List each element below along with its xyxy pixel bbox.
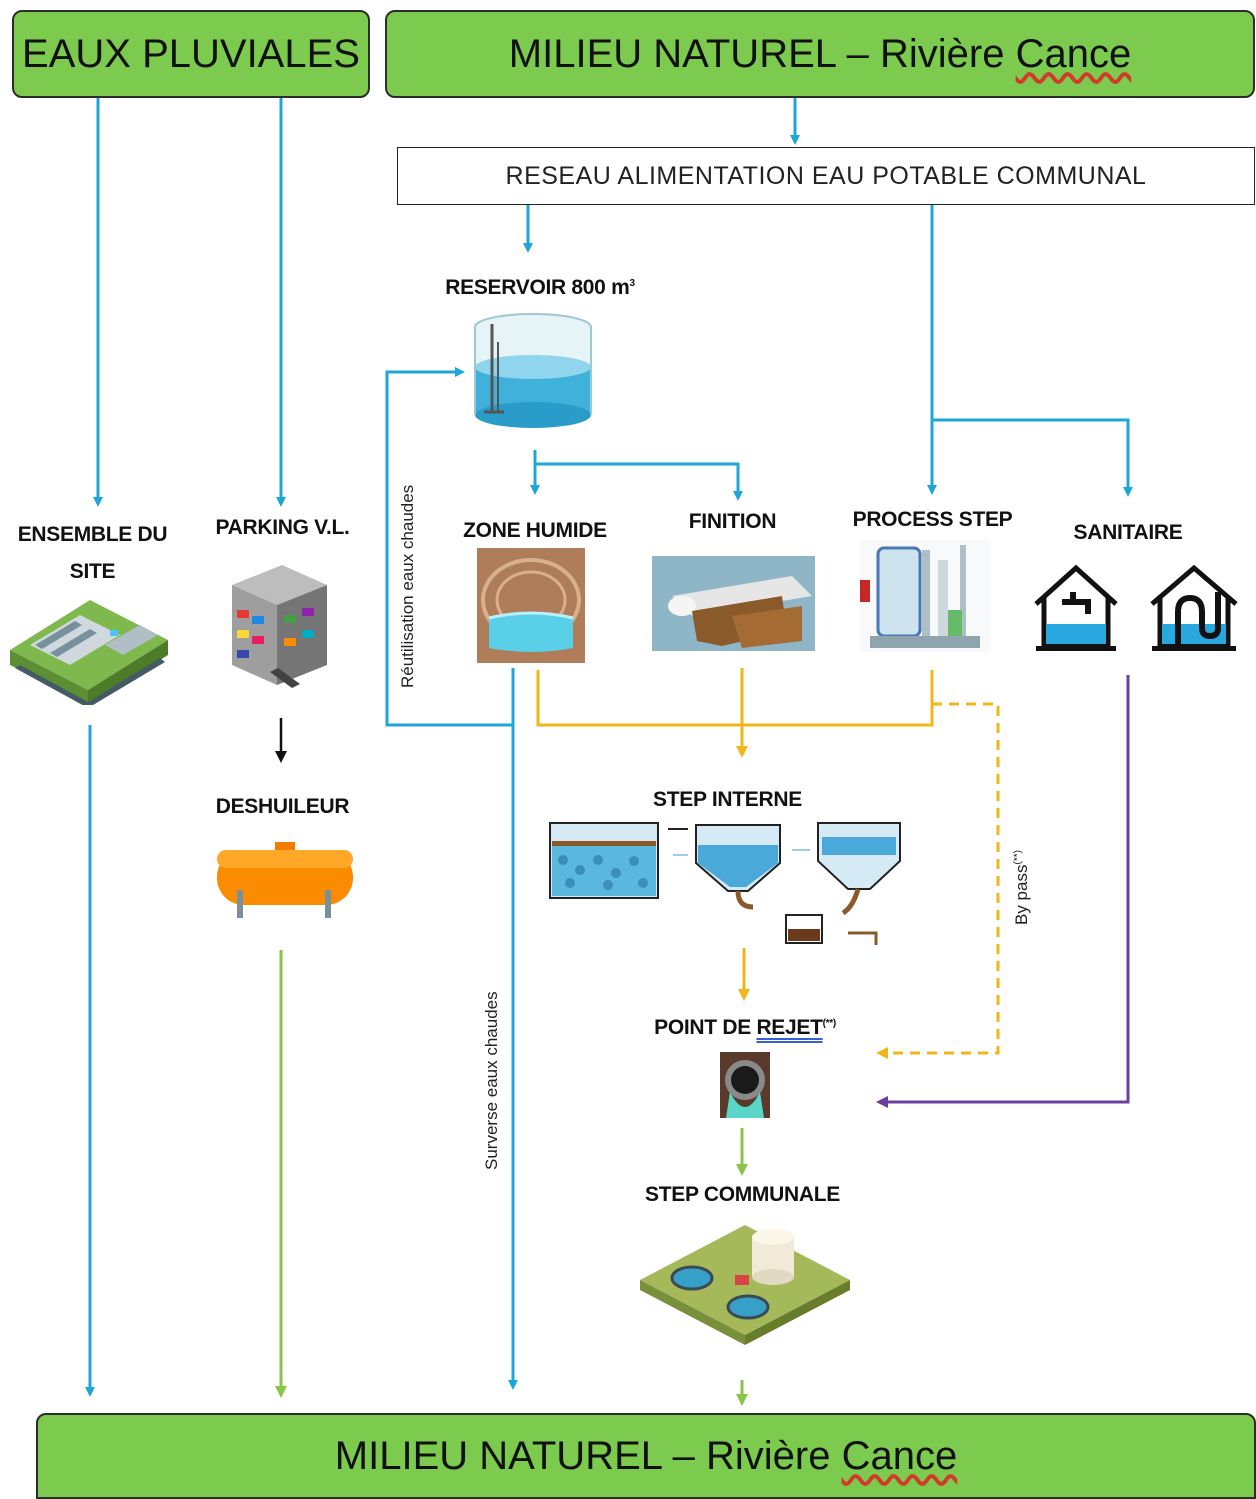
step-interne-label: STEP INTERNE <box>653 788 802 811</box>
reseau-label: RESEAU ALIMENTATION EAU POTABLE COMMUNAL <box>505 161 1147 190</box>
process-step-icon <box>860 540 990 652</box>
process-step-label: PROCESS STEP <box>852 508 1013 531</box>
point-rejet-sup: (**) <box>822 1018 837 1029</box>
zone-humide-drum-icon <box>477 548 585 663</box>
rejet-pipe-icon <box>720 1052 770 1118</box>
parking-label: PARKING V.L. <box>215 516 350 539</box>
eaux-pluviales-label: EAUX PLUVIALES <box>22 31 360 76</box>
zone-humide-label: ZONE HUMIDE <box>463 519 607 542</box>
milieu-naturel-top-label: MILIEU NATUREL – Rivière Cance <box>508 31 1132 76</box>
deshuileur-tank-icon <box>217 842 353 918</box>
point-rejet-label: POINT DE REJET(**) <box>654 1016 837 1039</box>
milieu-naturel-top-box: MILIEU NATUREL – Rivière Cance <box>385 10 1255 98</box>
ensemble-label-line1: ENSEMBLE DU <box>17 523 168 546</box>
deshuileur-label: DESHUILEUR <box>215 795 350 818</box>
reservoir-tank-icon <box>474 313 592 428</box>
bypass-sup: (**) <box>1012 850 1024 865</box>
parking-building-icon <box>232 565 327 688</box>
house-tap-icon <box>1034 564 1118 651</box>
sanitaire-label: SANITAIRE <box>1073 521 1183 544</box>
ensemble-label: ENSEMBLE DU SITE <box>0 516 185 590</box>
milieu-naturel-bottom-word: Cance <box>841 1433 958 1478</box>
reutilisation-label: Réutilisation eaux chaudes <box>398 484 417 688</box>
house-pipe-icon <box>1150 564 1238 651</box>
site-icon <box>10 600 168 705</box>
point-rejet-word: REJET <box>756 1016 823 1039</box>
reservoir-sup: 3 <box>629 278 635 289</box>
step-communale-label: STEP COMMUNALE <box>645 1183 840 1206</box>
bypass-label: By pass(**) <box>1012 850 1031 925</box>
eaux-pluviales-box: EAUX PLUVIALES <box>12 10 370 98</box>
step-interne-icon <box>549 822 901 945</box>
finition-rolls-icon <box>652 556 815 651</box>
finition-label: FINITION <box>688 510 777 533</box>
reseau-box: RESEAU ALIMENTATION EAU POTABLE COMMUNAL <box>397 147 1255 205</box>
ensemble-label-line2: SITE <box>69 560 116 583</box>
milieu-naturel-bottom-label: MILIEU NATUREL – Rivière Cance <box>334 1433 958 1478</box>
step-communale-icon <box>640 1225 850 1345</box>
reservoir-label: RESERVOIR 800 m3 <box>445 276 635 299</box>
milieu-naturel-top-word: Cance <box>1015 31 1132 76</box>
milieu-naturel-bottom-box: MILIEU NATUREL – Rivière Cance <box>36 1413 1256 1499</box>
surverse-label: Surverse eaux chaudes <box>482 991 501 1170</box>
